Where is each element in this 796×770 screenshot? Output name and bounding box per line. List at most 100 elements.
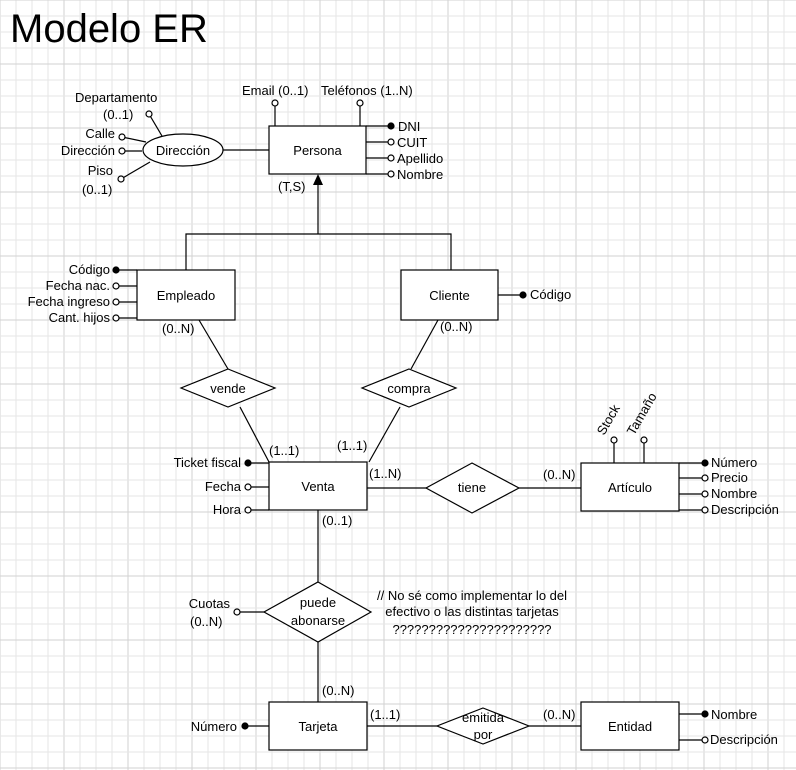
attr-cant-hijos-marker — [112, 314, 120, 322]
diagram-title: Modelo ER — [10, 7, 208, 51]
attr-precio-label: Precio — [711, 470, 748, 485]
entity-venta-label: Venta — [301, 479, 335, 494]
attr-cuit-marker — [387, 138, 395, 146]
relationship-puede-abonarse-line2: abonarse — [291, 613, 345, 628]
attr-entidad-descripcion-label: Descripción — [710, 732, 778, 747]
relationship-emitida-por-line1: emitida — [462, 710, 505, 725]
attr-tamano-label: Tamaño — [624, 390, 660, 438]
comment-note: // No sé como implementar lo del efectiv… — [377, 588, 567, 637]
attr-email-label: Email (0..1) — [242, 83, 308, 98]
attr-hora-marker — [244, 506, 252, 514]
relationship-vende[interactable]: vende — [179, 368, 277, 408]
relationship-emitida-por-line2: por — [474, 727, 493, 742]
attr-entidad-nombre-label: Nombre — [711, 707, 757, 722]
cardinality-labels: (T,S) (0..N) (0..N) (1..1) (1..1) (1..N)… — [162, 179, 576, 722]
card-abonarse-tarjeta: (0..N) — [322, 683, 355, 698]
attr-apellido-marker — [387, 154, 395, 162]
attr-direccion-label: Dirección — [61, 143, 115, 158]
entity-venta[interactable]: Venta — [268, 461, 368, 511]
attr-departamento-label: Departamento — [75, 90, 157, 105]
attr-piso-label: Piso — [88, 163, 113, 178]
composite-direccion-label: Dirección — [156, 143, 210, 158]
note-line-3: ?????????????????????? — [392, 622, 551, 637]
attr-cant-hijos-label: Cant. hijos — [49, 310, 111, 325]
relationship-tiene-label: tiene — [458, 480, 486, 495]
attr-ticket-fiscal-key-marker — [244, 459, 252, 467]
attr-fecha-nac-label: Fecha nac. — [46, 278, 110, 293]
entity-persona[interactable]: Persona — [268, 125, 367, 175]
card-compra-venta: (1..1) — [337, 438, 367, 453]
entity-entidad[interactable]: Entidad — [580, 701, 680, 751]
attr-email-marker — [271, 99, 279, 107]
attr-cliente-codigo-label: Código — [530, 287, 571, 302]
card-venta-tiene: (1..N) — [369, 466, 402, 481]
attr-cuotas-marker — [233, 608, 241, 616]
card-venta-abonarse: (0..1) — [322, 513, 352, 528]
attr-articulo-nombre-marker — [701, 490, 709, 498]
entity-tarjeta-label: Tarjeta — [298, 719, 338, 734]
composite-attribute-direccion[interactable]: Dirección — [142, 133, 224, 167]
attr-numero-label: Número — [711, 455, 757, 470]
note-line-1: // No sé como implementar lo del — [377, 588, 567, 603]
attr-cliente-codigo-key-marker — [519, 291, 527, 299]
attr-telefonos-label: Teléfonos (1..N) — [321, 83, 413, 98]
attr-direccion-marker — [118, 147, 126, 155]
attr-apellido-label: Apellido — [397, 151, 443, 166]
card-emitida-entidad: (0..N) — [543, 707, 576, 722]
entity-persona-label: Persona — [293, 143, 342, 158]
attr-empleado-codigo-key-marker — [112, 266, 120, 274]
entity-articulo-label: Artículo — [608, 480, 652, 495]
card-empleado-vende: (0..N) — [162, 321, 195, 336]
attr-hora-label: Hora — [213, 502, 242, 517]
attr-piso-card: (0..1) — [82, 182, 112, 197]
specialization-label: (T,S) — [278, 179, 305, 194]
note-line-2: efectivo o las distintas tarjetas — [385, 604, 559, 619]
attr-departamento-marker — [145, 110, 153, 118]
attr-departamento-card: (0..1) — [103, 107, 133, 122]
attr-empleado-codigo-label: Código — [69, 262, 110, 277]
entity-articulo[interactable]: Artículo — [580, 462, 680, 512]
attr-tarjeta-numero-key-marker — [241, 722, 249, 730]
entity-cliente[interactable]: Cliente — [400, 269, 499, 321]
attr-cuit-label: CUIT — [397, 135, 427, 150]
entity-empleado[interactable]: Empleado — [136, 269, 236, 321]
attr-nombre-marker — [387, 170, 395, 178]
connector-lines — [116, 103, 705, 741]
attr-tarjeta-numero-label: Número — [191, 719, 237, 734]
attr-fecha-label: Fecha — [205, 479, 242, 494]
attr-telefonos-marker — [356, 99, 364, 107]
relationship-compra[interactable]: compra — [360, 368, 458, 408]
attr-tamano-marker — [640, 436, 648, 444]
attr-descripcion-label: Descripción — [711, 502, 779, 517]
card-tarjeta-emitida: (1..1) — [370, 707, 400, 722]
entity-cliente-label: Cliente — [429, 288, 469, 303]
relationship-puede-abonarse[interactable]: puede abonarse — [262, 581, 373, 643]
attr-nombre-label: Nombre — [397, 167, 443, 182]
relationship-emitida-por[interactable]: emitida por — [435, 707, 531, 745]
entity-entidad-label: Entidad — [608, 719, 652, 734]
relationship-tiene[interactable]: tiene — [424, 462, 521, 514]
entity-empleado-label: Empleado — [157, 288, 216, 303]
specialization-arrow-icon — [313, 174, 323, 185]
attr-ticket-fiscal-label: Ticket fiscal — [174, 455, 242, 470]
attr-cuotas-card: (0..N) — [190, 614, 223, 629]
attr-calle-label: Calle — [85, 126, 115, 141]
card-tiene-articulo: (0..N) — [543, 467, 576, 482]
attribute-markers — [112, 99, 709, 744]
attr-descripcion-marker — [701, 506, 709, 514]
attr-dni-key-marker — [387, 122, 395, 130]
attr-dni-label: DNI — [398, 119, 420, 134]
attr-fecha-marker — [244, 483, 252, 491]
card-cliente-compra: (0..N) — [440, 319, 473, 334]
relationship-vende-label: vende — [210, 381, 245, 396]
attribute-labels: Email (0..1) Teléfonos (1..N) DNI CUIT A… — [28, 83, 779, 747]
card-vende-venta: (1..1) — [269, 443, 299, 458]
entity-tarjeta[interactable]: Tarjeta — [268, 701, 368, 751]
attr-cuotas-label: Cuotas — [189, 596, 231, 611]
relationship-puede-abonarse-line1: puede — [300, 595, 336, 610]
attr-articulo-nombre-label: Nombre — [711, 486, 757, 501]
attr-piso-marker — [117, 175, 125, 183]
attr-entidad-descripcion-marker — [701, 736, 709, 744]
attr-precio-marker — [701, 474, 709, 482]
